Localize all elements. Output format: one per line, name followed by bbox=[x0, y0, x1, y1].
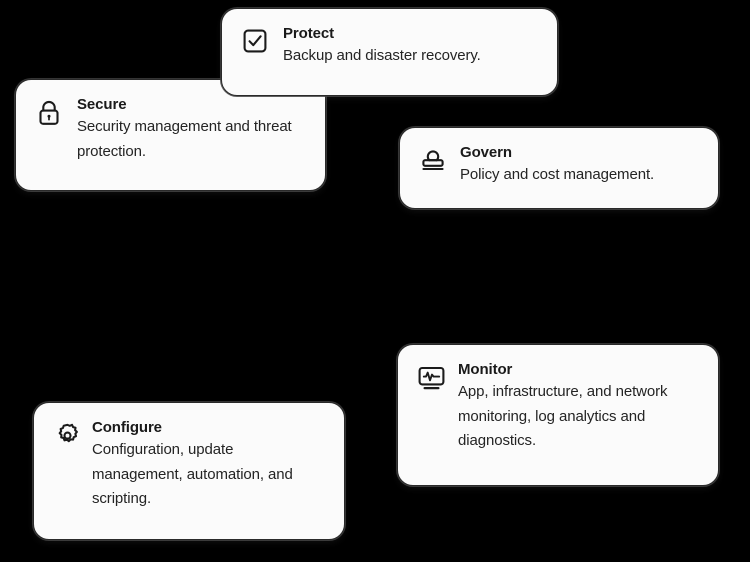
monitor-pulse-icon bbox=[416, 363, 446, 393]
capability-card-monitor[interactable]: Monitor App, infrastructure, and network… bbox=[397, 344, 719, 486]
stamp-icon bbox=[418, 145, 448, 175]
card-title: Protect bbox=[283, 25, 334, 42]
capability-card-secure[interactable]: Secure Security management and threat pr… bbox=[15, 79, 326, 191]
card-title: Secure bbox=[77, 96, 127, 113]
capability-card-configure[interactable]: Configure Configuration, update manageme… bbox=[33, 402, 345, 540]
capability-card-govern[interactable]: Govern Policy and cost management. bbox=[399, 127, 719, 209]
card-title: Govern bbox=[460, 144, 512, 161]
capability-card-protect[interactable]: Protect Backup and disaster recovery. bbox=[221, 8, 558, 96]
card-description: Security management and threat protectio… bbox=[77, 118, 292, 160]
card-text-block: Govern Policy and cost management. bbox=[460, 142, 702, 188]
card-text-block: Configure Configuration, update manageme… bbox=[92, 417, 328, 512]
card-description: Policy and cost management. bbox=[460, 166, 655, 183]
card-description: App, infrastructure, and network monitor… bbox=[458, 383, 668, 449]
gear-icon bbox=[52, 420, 82, 450]
card-description: Configuration, update management, automa… bbox=[92, 441, 293, 507]
checkbox-checked-icon bbox=[240, 26, 270, 56]
card-text-block: Protect Backup and disaster recovery. bbox=[283, 23, 541, 69]
card-description: Backup and disaster recovery. bbox=[283, 47, 481, 64]
lock-icon bbox=[34, 98, 64, 128]
card-text-block: Monitor App, infrastructure, and network… bbox=[458, 359, 702, 454]
card-title: Monitor bbox=[458, 361, 513, 378]
card-text-block: Secure Security management and threat pr… bbox=[77, 94, 309, 164]
card-title: Configure bbox=[92, 419, 162, 436]
